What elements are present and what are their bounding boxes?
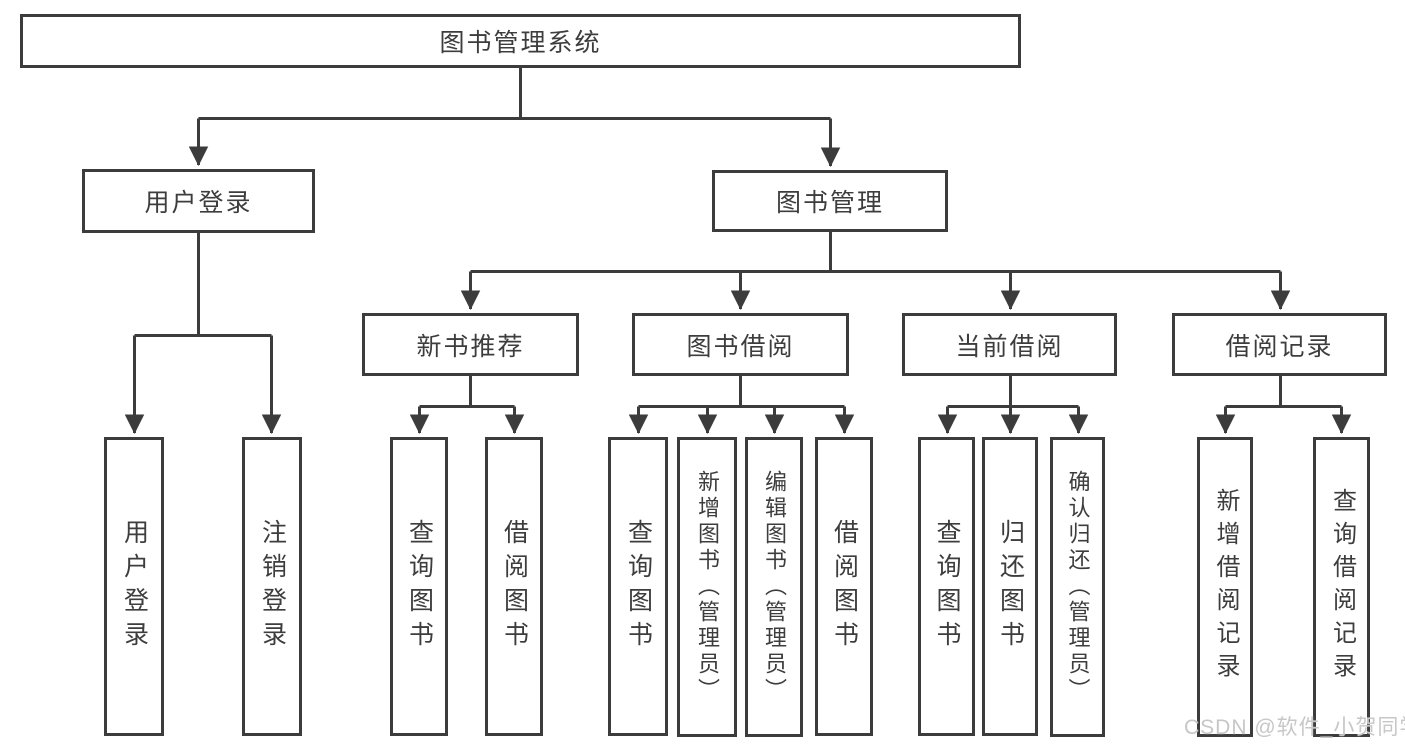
leaf-bb-query-books: 查询图书 bbox=[608, 437, 668, 736]
node-new-book-recommendation-label: 新书推荐 bbox=[416, 332, 525, 361]
leaf-bb-edit-books-admin: 编辑图书（管理员） bbox=[745, 437, 803, 737]
leaf-nb-borrow-books: 借阅图书 bbox=[485, 437, 543, 736]
leaf-bb-add-books-admin: 新增图书（管理员） bbox=[677, 437, 737, 737]
node-root-system: 图书管理系统 bbox=[20, 14, 1021, 68]
leaf-logout: 注销登录 bbox=[242, 437, 302, 736]
node-user-login: 用户登录 bbox=[82, 169, 315, 233]
csdn-watermark: CSDN @软件_小贺同学 bbox=[1184, 716, 1405, 739]
leaf-bb-edit-books-admin-label: 编辑图书（管理员） bbox=[762, 470, 787, 704]
leaf-cb-confirm-return-admin-label: 确认归还（管理员） bbox=[1065, 470, 1091, 704]
node-user-login-label: 用户登录 bbox=[144, 189, 253, 217]
node-book-borrowing: 图书借阅 bbox=[632, 313, 849, 376]
leaf-br-add-record-label: 新增借阅记录 bbox=[1212, 488, 1239, 686]
leaf-bb-borrow-books: 借阅图书 bbox=[815, 437, 873, 736]
leaf-user-login-label: 用户登录 bbox=[120, 518, 149, 655]
node-book-management-label: 图书管理 bbox=[775, 189, 884, 217]
node-book-borrowing-label: 图书借阅 bbox=[686, 332, 795, 361]
node-new-book-recommendation: 新书推荐 bbox=[362, 313, 579, 376]
leaf-cb-query-books: 查询图书 bbox=[918, 437, 975, 736]
leaf-br-add-record: 新增借阅记录 bbox=[1197, 437, 1253, 737]
node-root-system-label: 图书管理系统 bbox=[439, 29, 602, 57]
node-current-borrowing-label: 当前借阅 bbox=[955, 332, 1064, 361]
leaf-cb-confirm-return-admin: 确认归还（管理员） bbox=[1050, 437, 1105, 737]
leaf-bb-borrow-books-label: 借阅图书 bbox=[830, 518, 859, 655]
leaf-nb-query-books-label: 查询图书 bbox=[405, 518, 434, 655]
node-borrowing-records-label: 借阅记录 bbox=[1225, 332, 1334, 361]
leaf-cb-return-books-label: 归还图书 bbox=[996, 518, 1025, 655]
node-current-borrowing: 当前借阅 bbox=[902, 313, 1117, 376]
leaf-nb-query-books: 查询图书 bbox=[390, 437, 448, 736]
leaf-user-login: 用户登录 bbox=[104, 437, 164, 736]
node-book-management: 图书管理 bbox=[712, 170, 948, 232]
node-borrowing-records: 借阅记录 bbox=[1172, 313, 1387, 376]
leaf-cb-query-books-label: 查询图书 bbox=[933, 518, 961, 655]
leaf-nb-borrow-books-label: 借阅图书 bbox=[500, 518, 529, 655]
leaf-br-query-record-label: 查询借阅记录 bbox=[1328, 488, 1356, 686]
leaf-logout-label: 注销登录 bbox=[258, 518, 287, 655]
leaf-cb-return-books: 归还图书 bbox=[982, 437, 1038, 736]
leaf-br-query-record: 查询借阅记录 bbox=[1313, 437, 1370, 737]
leaf-bb-query-books-label: 查询图书 bbox=[624, 518, 653, 655]
leaf-bb-add-books-admin-label: 新增图书（管理员） bbox=[695, 470, 720, 704]
